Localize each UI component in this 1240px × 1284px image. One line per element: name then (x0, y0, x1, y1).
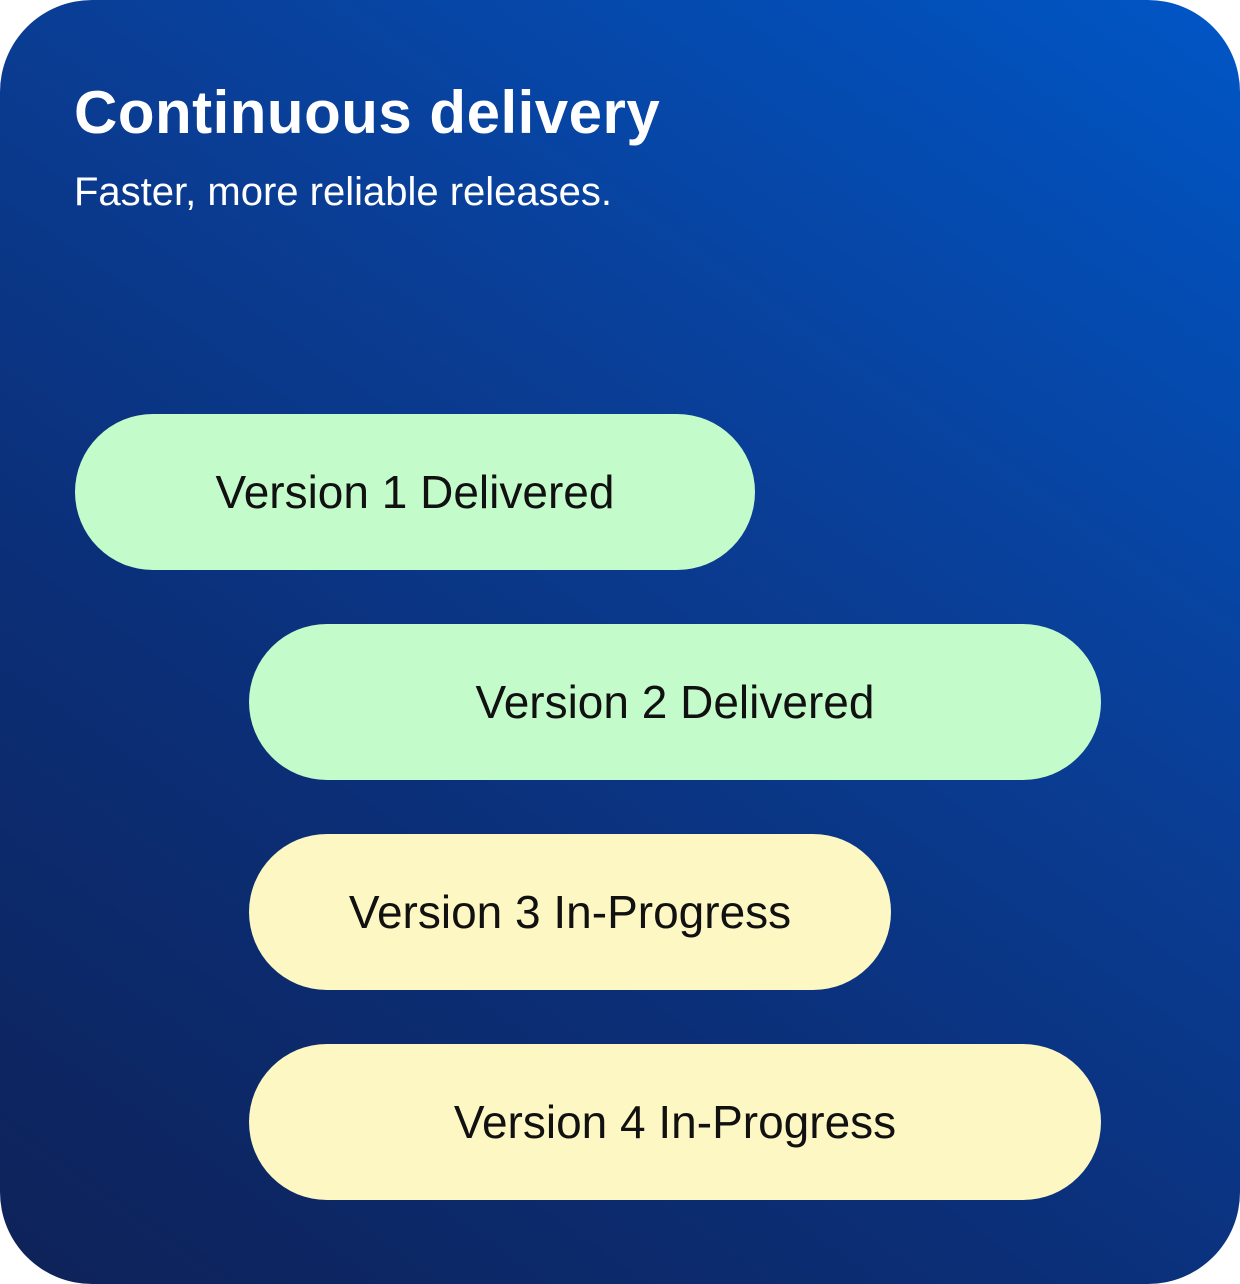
version-pill-4: Version 4 In-Progress (249, 1044, 1101, 1200)
version-label: Version 2 Delivered (475, 676, 875, 728)
card-title: Continuous delivery (74, 79, 661, 146)
version-pill-3: Version 3 In-Progress (249, 834, 891, 990)
version-pill-2: Version 2 Delivered (249, 624, 1101, 780)
card-subtitle: Faster, more reliable releases. (74, 170, 613, 214)
version-label: Version 4 In-Progress (453, 1096, 897, 1148)
version-label: Version 3 In-Progress (348, 886, 792, 938)
version-label: Version 1 Delivered (215, 466, 615, 518)
version-pill-1: Version 1 Delivered (75, 414, 755, 570)
